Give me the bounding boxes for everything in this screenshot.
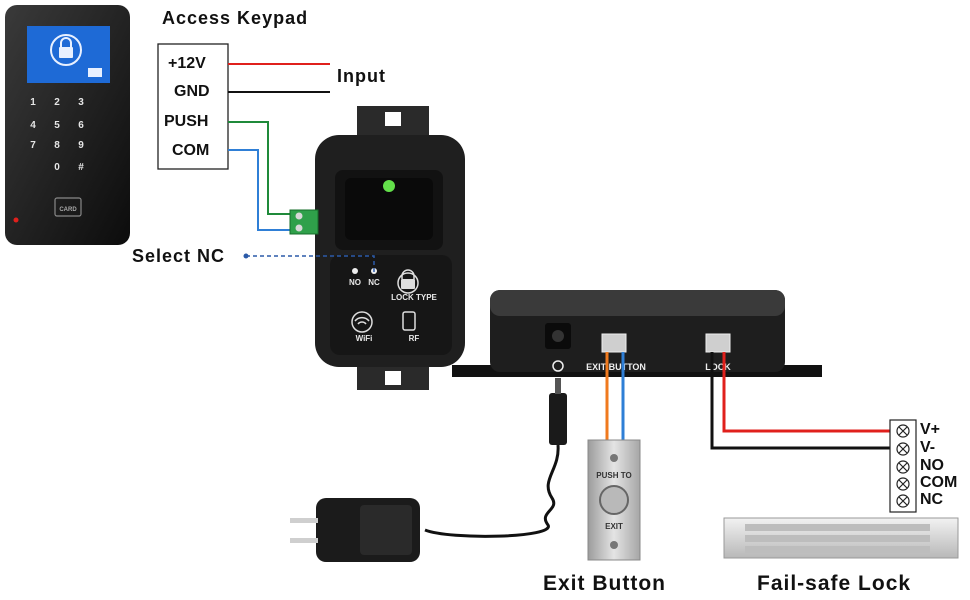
terminal-push: PUSH [164, 113, 209, 130]
wire-com [228, 149, 296, 231]
select-nc-pointer [246, 255, 375, 272]
keypad-key[interactable]: 7 [30, 140, 36, 151]
green-terminal-block [289, 209, 319, 235]
keypad-key[interactable]: 4 [30, 120, 36, 131]
keypad-key[interactable]: 1 [30, 97, 36, 108]
wire-lock-red [722, 352, 892, 433]
lock-terminal-vplus: V+ [920, 421, 941, 438]
controller-device [315, 106, 465, 390]
push-to-label: PUSH TO [596, 471, 631, 480]
lock-terminal-com: COM [920, 474, 958, 491]
lock-body-icon [401, 279, 415, 289]
lock-terminal-screws [896, 424, 910, 508]
select-nc-label: Select NC [132, 246, 226, 266]
power-adapter [290, 498, 420, 562]
exit-button-caption: Exit Button [543, 572, 666, 595]
exit-push-knob[interactable] [599, 485, 629, 515]
status-led [383, 180, 395, 192]
no-jumper-dot [352, 268, 358, 274]
access-keypad-title: Access Keypad [162, 8, 309, 28]
exit-lock-module [452, 290, 822, 377]
terminal-screw-slot [898, 479, 908, 489]
power-cable [424, 444, 560, 538]
keypad-key[interactable]: 0 [54, 162, 60, 173]
keypad-key[interactable]: 3 [78, 97, 84, 108]
card-reader-icon [54, 197, 82, 217]
terminal-screw-slot [898, 462, 908, 472]
controller-wifi-label: WiFi [356, 334, 373, 343]
keypad-terminal-box [157, 43, 229, 170]
module-lock-label: LOCK [705, 362, 731, 372]
keypad-keys: 1 2 3 4 5 6 7 8 9 0 # [30, 97, 84, 173]
keypad-key[interactable]: 8 [54, 140, 60, 151]
module-exit-button-label: EXIT BUTTON [586, 362, 646, 372]
controller-no-label: NO [349, 278, 361, 287]
terminal-screw-slot [898, 444, 908, 454]
access-keypad-device [5, 5, 130, 245]
lock-terminal-no: NO [920, 457, 944, 474]
controller-nc-label: NC [368, 278, 380, 287]
wire-push [228, 121, 296, 215]
controller-locktype-label: LOCK TYPE [391, 293, 437, 302]
keypad-led [13, 217, 19, 223]
push-exit-label: EXIT [605, 522, 623, 531]
terminal-screw-slot [898, 496, 908, 506]
wifi-icon [354, 316, 370, 325]
keypad-key[interactable]: 5 [54, 120, 60, 131]
magnetic-lock-device [723, 517, 959, 559]
keypad-key[interactable]: 6 [78, 120, 84, 131]
lock-icon [401, 269, 415, 279]
input-label: Input [337, 66, 386, 86]
controller-rf-label: RF [409, 334, 420, 343]
terminal-com: COM [172, 142, 210, 159]
terminal-screw-slot [898, 426, 908, 436]
lock-terminal-vminus: V- [920, 439, 936, 456]
failsafe-lock-caption: Fail-safe Lock [757, 572, 912, 595]
wire-lock-black [710, 352, 892, 450]
keypad-card-label: CARD [59, 207, 77, 213]
keypad-key[interactable]: # [78, 162, 84, 173]
keypad-key[interactable]: 9 [78, 140, 84, 151]
terminal-12v: +12V [168, 55, 206, 72]
lock-terminal-nc: NC [920, 491, 944, 508]
terminal-gnd: GND [174, 83, 210, 100]
dc-plug [549, 393, 567, 445]
keypad-key[interactable]: 2 [54, 97, 60, 108]
